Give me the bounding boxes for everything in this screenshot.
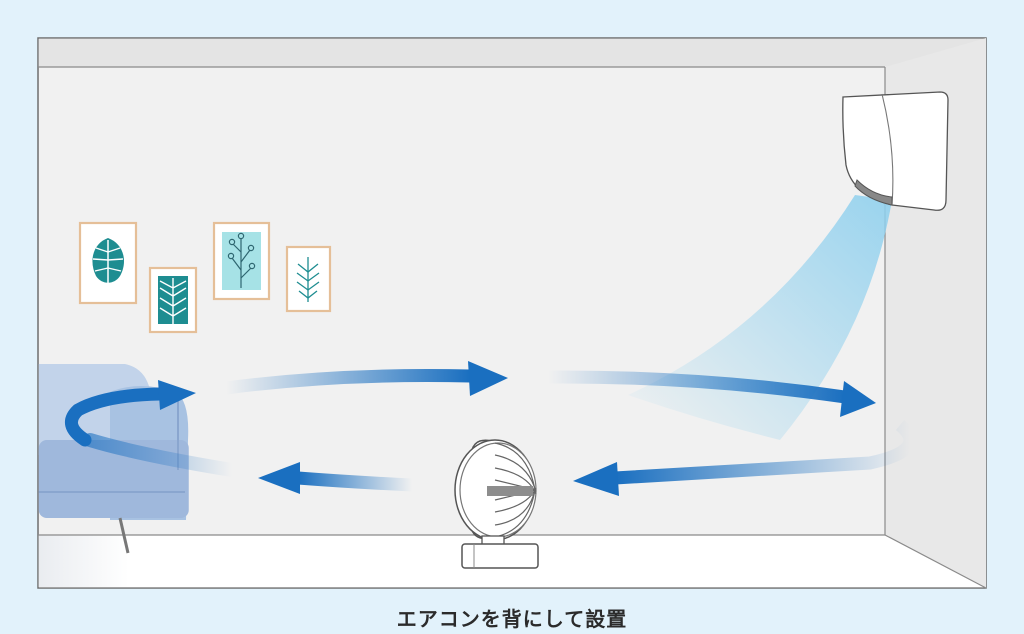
frame-herringbone — [148, 266, 198, 334]
airflow-arrow-icon — [840, 381, 876, 417]
caption: エアコンを背にして設置 — [396, 607, 628, 631]
circulator-fan-icon — [454, 439, 539, 569]
airflow-swirl — [65, 387, 167, 447]
airflow — [65, 361, 917, 496]
airflow-swirl-back — [83, 433, 239, 477]
botanical-sprig-icon — [227, 232, 256, 288]
ceiling-band — [38, 38, 986, 67]
airflow-arrow-icon — [573, 462, 619, 496]
airflow-arrow-icon — [468, 361, 508, 396]
airflow-arrow-icon — [258, 462, 300, 494]
frame-monstera — [78, 221, 138, 305]
frame-sprig — [212, 221, 271, 301]
fern-icon — [296, 257, 320, 302]
wall-art — [78, 221, 332, 334]
air-conditioner-icon — [842, 91, 949, 211]
frame-fern — [285, 245, 332, 313]
airflow-arrow-icon — [158, 380, 196, 410]
